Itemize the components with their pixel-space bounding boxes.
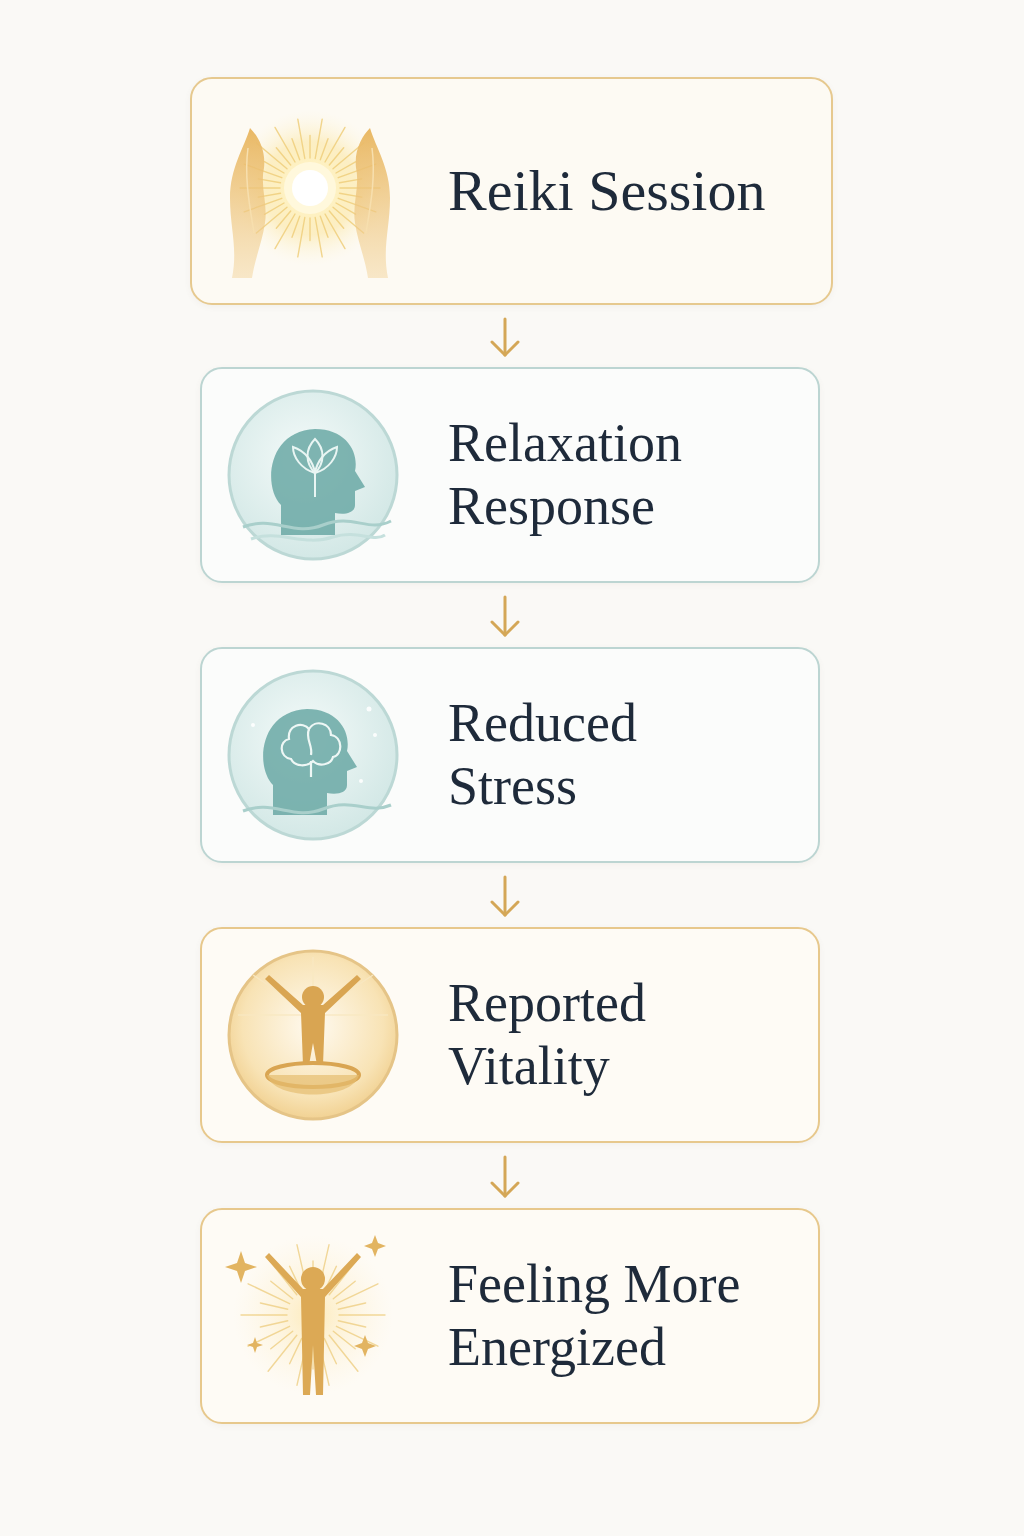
ray-stroke xyxy=(338,1321,365,1327)
ray-stroke xyxy=(260,1303,287,1309)
flow-arrow xyxy=(492,877,518,915)
flow-arrow xyxy=(492,1157,518,1196)
ray-stroke xyxy=(339,1314,385,1315)
ray-stroke xyxy=(290,1266,302,1291)
ray-stroke xyxy=(256,143,287,169)
ray-stroke xyxy=(268,1335,297,1371)
ray-stroke xyxy=(290,1338,302,1363)
ray-stroke xyxy=(333,1281,355,1299)
ray-stroke xyxy=(260,1321,287,1327)
ray-stroke xyxy=(312,1261,313,1289)
ray-stroke xyxy=(338,1303,365,1309)
arrow-head xyxy=(492,902,518,915)
ray-stroke xyxy=(276,211,290,228)
ray-stroke xyxy=(325,127,345,162)
arrow-head xyxy=(492,342,518,355)
ray-stroke xyxy=(338,198,376,212)
ray-stroke xyxy=(298,119,305,158)
process-box: Reiki Session xyxy=(190,77,833,305)
ray-stroke xyxy=(244,164,282,178)
process-box: Relaxation Response xyxy=(200,367,820,583)
flow-arrow xyxy=(492,597,518,635)
ray-stroke xyxy=(338,164,376,178)
ray-stroke xyxy=(329,1335,358,1371)
ray-stroke xyxy=(324,1338,336,1363)
ray-stroke xyxy=(333,207,364,233)
ray-stroke xyxy=(309,218,310,241)
hands-sun-icon xyxy=(230,110,390,278)
process-box: Reported Vitality xyxy=(200,927,820,1143)
ray-stroke xyxy=(315,218,322,257)
arrow-head xyxy=(492,1183,518,1196)
ray-stroke xyxy=(336,1326,378,1346)
ray-stroke xyxy=(248,1326,290,1346)
ray-stroke xyxy=(320,216,328,237)
ray-stroke xyxy=(292,216,300,237)
text-group: Reiki Session xyxy=(448,157,765,225)
arrow-head xyxy=(492,622,518,635)
text-group: Relaxation Response xyxy=(448,412,748,538)
ray-stroke xyxy=(268,1259,297,1295)
ray-stroke xyxy=(275,127,295,162)
ray-stroke xyxy=(276,148,290,165)
ray-stroke xyxy=(324,1266,336,1291)
arrow-shaft xyxy=(504,597,507,635)
head-lotus-icon xyxy=(229,391,397,559)
energized-figure-icon xyxy=(225,1235,393,1395)
ray-stroke xyxy=(256,207,287,233)
text-group: Feeling More Energized xyxy=(448,1253,798,1379)
ray-stroke xyxy=(240,187,280,188)
process-box: Feeling More Energized xyxy=(200,1208,820,1424)
ray-stroke xyxy=(298,218,305,257)
process-box: Reduced Stress xyxy=(200,647,820,863)
text-group: Reported Vitality xyxy=(448,972,708,1098)
ray-stroke xyxy=(340,179,362,183)
ray-stroke xyxy=(329,211,343,228)
ray-stroke xyxy=(336,1284,378,1304)
node-label: Relaxation Response xyxy=(448,412,748,538)
ray-stroke xyxy=(336,162,356,173)
ray-stroke xyxy=(312,1341,313,1369)
head-brain-icon xyxy=(229,671,397,839)
node-label: Feeling More Energized xyxy=(448,1253,798,1379)
ray-stroke xyxy=(241,1314,287,1315)
flow-arrow xyxy=(492,319,518,355)
ray-stroke xyxy=(333,143,364,169)
ray-stroke xyxy=(275,214,295,249)
ray-stroke xyxy=(297,1245,307,1290)
ray-stroke xyxy=(329,1259,358,1295)
ray-stroke xyxy=(319,1340,329,1385)
ray-stroke xyxy=(258,193,280,197)
ray-stroke xyxy=(329,148,343,165)
ray-stroke xyxy=(244,198,282,212)
ray-stroke xyxy=(315,119,322,158)
ray-stroke xyxy=(333,1331,355,1349)
ray-stroke xyxy=(340,187,380,188)
ray-stroke xyxy=(265,162,285,173)
arrow-shaft xyxy=(504,1157,507,1196)
ray-stroke xyxy=(319,1245,329,1290)
ray-stroke xyxy=(265,203,285,214)
node-label: Reduced Stress xyxy=(448,692,698,818)
ray-stroke xyxy=(320,139,328,160)
ray-stroke xyxy=(325,214,345,249)
arrow-shaft xyxy=(504,319,507,355)
node-label: Reiki Session xyxy=(448,157,765,225)
ray-stroke xyxy=(248,1284,290,1304)
node-label: Reported Vitality xyxy=(448,972,708,1098)
ray-stroke xyxy=(292,139,300,160)
ray-stroke xyxy=(340,193,362,197)
ray-stroke xyxy=(271,1331,293,1349)
ray-stroke xyxy=(309,136,310,159)
arrow-shaft xyxy=(504,877,507,915)
ray-stroke xyxy=(271,1281,293,1299)
vitality-figure-icon xyxy=(229,951,397,1119)
text-group: Reduced Stress xyxy=(448,692,698,818)
ray-stroke xyxy=(258,179,280,183)
ray-stroke xyxy=(336,203,356,214)
ray-stroke xyxy=(297,1340,307,1385)
